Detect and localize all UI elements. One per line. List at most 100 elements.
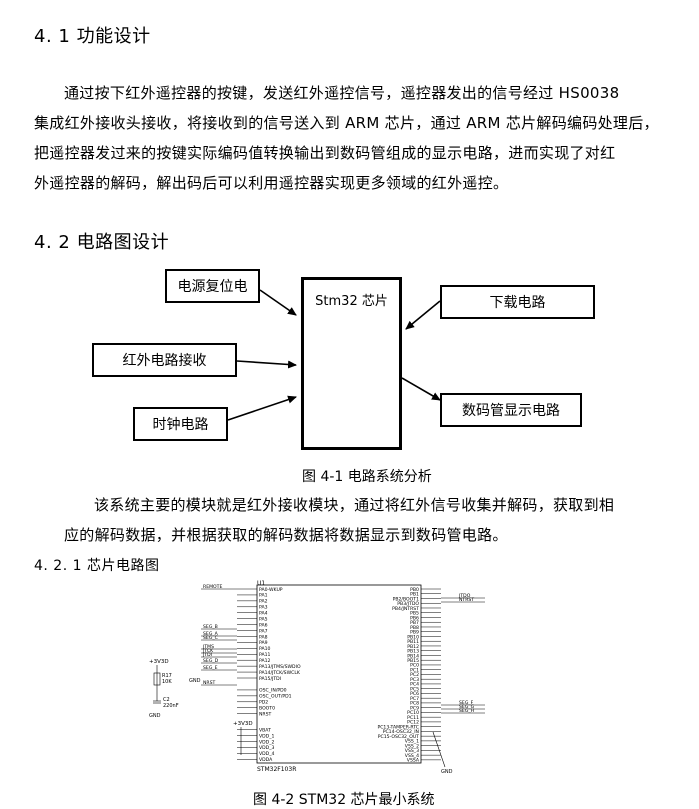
pin-label: PA5 <box>259 616 268 622</box>
pin-label: VSS_4 <box>405 753 419 759</box>
chip-outline <box>256 584 422 764</box>
power-reset-label: 电源复位电 <box>177 279 248 295</box>
pin-label: PA4 <box>259 611 268 617</box>
pin-label: VDD_2 <box>259 739 275 745</box>
net-label: JTDI <box>202 652 212 658</box>
pin-label: PB15 <box>407 658 419 664</box>
pin-label: PA11 <box>259 652 271 658</box>
net-label: JTDO <box>458 593 471 599</box>
pin-label: PC13-TAMPER-RTC <box>377 724 419 730</box>
pin-label: PC3 <box>410 677 419 683</box>
pin-label: OSC_OUT/PD1 <box>259 694 292 700</box>
right-pin-group: PB0PB1PB2/BOOT1PB3/JTDOPB4/JNTRSTPB5PB6P… <box>377 587 441 764</box>
pin-label: PA0-WKUP <box>259 587 283 593</box>
stm32-chip-label: Stm32 芯片 <box>315 294 388 309</box>
pin-label: PB9 <box>410 630 419 636</box>
pin-label: PB10 <box>407 634 419 640</box>
net-label: NTRST <box>459 597 474 603</box>
pin-label: PB8 <box>410 625 419 631</box>
display-block: 数码管显示电路 <box>440 393 582 427</box>
pin-label: PB3/JTDO <box>397 601 419 607</box>
left-pin-group: PA0-WKUPPA1PA2PA3PA4PA5PA6PA7PA8PA9PA10P… <box>237 587 301 763</box>
arrow-clock-to-chip <box>227 395 297 421</box>
paragraph-line: 外遥控器的解码，解出码后可以利用遥控器实现更多领域的红外遥控。 <box>34 174 509 192</box>
capacitor-value: 220nF <box>163 703 179 709</box>
pin-label: PB2/BOOT1 <box>393 596 420 602</box>
pin-label: PA12 <box>259 658 271 664</box>
net-label: REMOTE <box>203 584 222 590</box>
pin-label: PC2 <box>410 672 419 678</box>
net-label: SEG_E <box>203 665 218 671</box>
power-label-vdd: +3V3D <box>233 721 253 727</box>
display-label: 数码管显示电路 <box>462 403 560 419</box>
pin-label: PC8 <box>410 701 419 707</box>
pin-label: PB13 <box>407 649 419 655</box>
power-label-left: +3V3D <box>149 659 169 665</box>
net-label: SEG_F <box>459 700 474 706</box>
net-label: SEG_H <box>459 708 474 714</box>
pin-label: PC10 <box>407 710 419 716</box>
pin-label: PC9 <box>410 705 419 711</box>
download-label: 下载电路 <box>489 295 546 311</box>
net-label: JTMS <box>202 644 214 650</box>
pin-label: PA13/JTMS/SWDIO <box>259 664 301 670</box>
ir-receive-block: 红外电路接收 <box>92 343 237 377</box>
pin-label: PC1 <box>410 667 419 673</box>
pin-label: PB1 <box>410 592 419 598</box>
pin-label: PB12 <box>407 644 419 650</box>
gnd-label-left: GND <box>149 713 161 719</box>
section-4-2-paragraph: 该系统主要的模块就是红外接收模块，通过将红外信号收集并解码，获取到相 应的解码数… <box>34 490 664 550</box>
paragraph-line: 该系统主要的模块就是红外接收模块，通过将红外信号收集并解码，获取到相 <box>94 496 615 514</box>
arrow-download-to-chip <box>405 300 441 330</box>
clock-block: 时钟电路 <box>133 407 228 441</box>
pin-label: VBAT <box>259 727 271 733</box>
pin-label: BOOT0 <box>259 706 275 712</box>
resistor-value: 10K <box>162 679 172 685</box>
figure-4-2-caption: 图 4-2 STM32 芯片最小系统 <box>253 792 435 808</box>
clock-label: 时钟电路 <box>152 417 209 433</box>
pin-label: PA2 <box>259 599 268 605</box>
net-label-group: REMOTESEG_BSEG_ASEG_CJTMSJTCKJTDISEG_DSE… <box>201 584 485 714</box>
resistor-r17 <box>153 672 161 686</box>
section-4-1-title: 4. 1 功能设计 <box>34 26 151 47</box>
pin-label: PD2 <box>259 700 268 706</box>
chip-part-name: STM32F103R <box>257 766 296 773</box>
pin-label: PA1 <box>259 593 268 599</box>
paragraph-line: 通过按下红外遥控器的按键，发送红外遥控信号，遥控器发出的信号经过 HS0038 <box>64 84 620 102</box>
gnd-label-boot: GND <box>189 678 201 684</box>
pin-label: PB11 <box>407 639 419 645</box>
pin-label: PB7 <box>410 620 419 626</box>
pin-label: PB6 <box>410 615 419 621</box>
pin-label: VDD_4 <box>259 751 275 757</box>
pin-label: PA8 <box>259 634 268 640</box>
net-label: JTCK <box>202 648 214 654</box>
pin-label: PB5 <box>410 611 419 617</box>
net-label: SEG_D <box>203 658 219 664</box>
download-block: 下载电路 <box>440 285 595 319</box>
pin-label: OSC_IN/PD0 <box>259 688 287 694</box>
pin-label: PA3 <box>259 605 268 611</box>
pin-label: PB0 <box>410 587 419 593</box>
block-diagram-arrows <box>227 289 441 421</box>
gnd-label-right: GND <box>441 769 453 775</box>
chip-designator: U1 <box>257 580 265 587</box>
pin-label: PB14 <box>407 653 419 659</box>
section-4-2-1-title: 4. 2. 1 芯片电路图 <box>34 558 160 574</box>
pin-label: VSS_2 <box>405 743 419 749</box>
pin-label: PB4/JNTRST <box>392 606 419 612</box>
pin-label: PC6 <box>410 691 419 697</box>
pin-label: VDD_3 <box>259 745 275 751</box>
net-label: SEG_A <box>203 631 219 637</box>
power-reset-block: 电源复位电 <box>165 269 260 303</box>
pin-label: PA7 <box>259 628 268 634</box>
pin-label: PA10 <box>259 646 271 652</box>
arrow-ir-to-chip <box>236 360 297 369</box>
net-label: SEG_G <box>459 704 475 710</box>
pin-label: NRST <box>259 711 272 717</box>
stm32-chip-block: Stm32 芯片 <box>301 277 402 450</box>
paragraph-line: 集成红外接收头接收，将接收到的信号送入到 ARM 芯片，通过 ARM 芯片解码编… <box>34 114 659 132</box>
net-label: SEG_C <box>203 635 218 641</box>
schematic-drawing: U1 STM32F103R PA0-WKUPPA1PA2PA3PA4PA5PA6… <box>149 580 485 775</box>
pin-label: PA9 <box>259 640 268 646</box>
